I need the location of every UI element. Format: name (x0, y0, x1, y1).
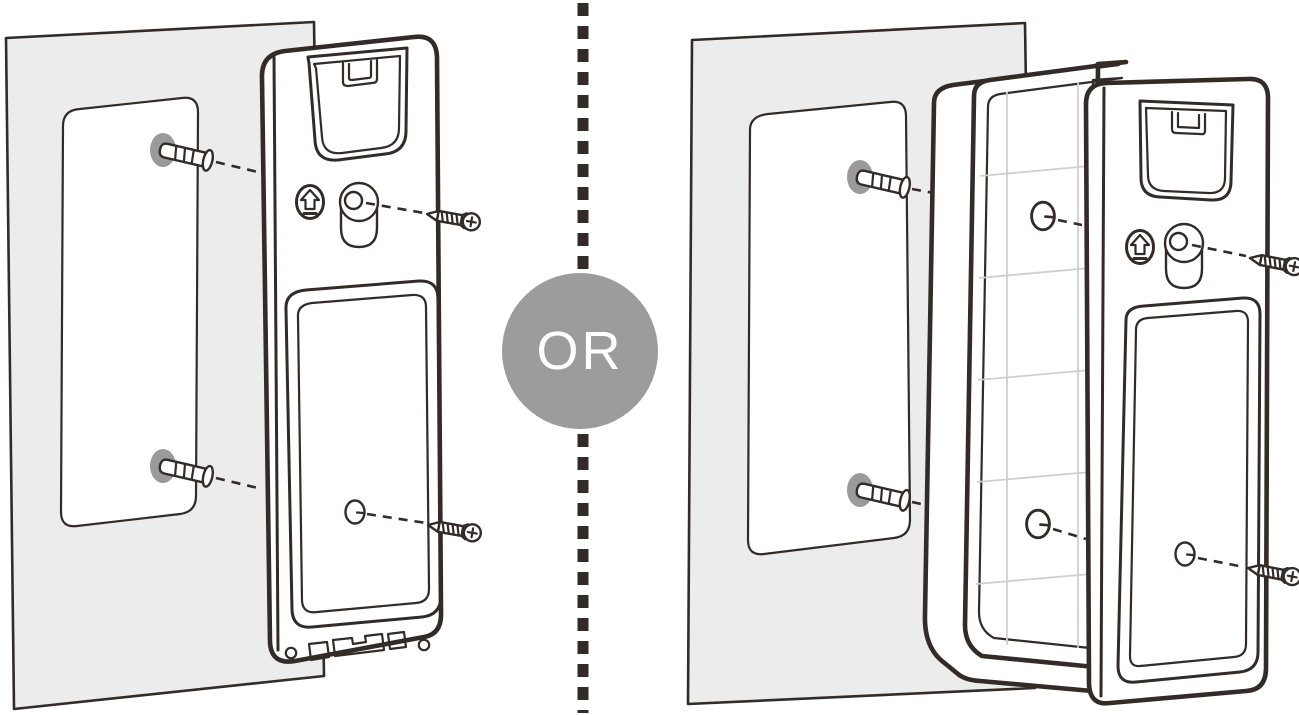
mounting-bracket (259, 34, 444, 664)
left-option-direct-mount (4, 20, 484, 711)
leader-dashes (365, 201, 425, 215)
leader-dashes (215, 160, 263, 175)
bracket-body (259, 34, 444, 664)
battery-compartment (1138, 99, 1235, 202)
leader-dashes (911, 500, 931, 508)
terminal-cutouts (284, 630, 431, 662)
wall-anchor-upper (150, 133, 263, 175)
lower-recess (284, 279, 443, 629)
wall-anchor-lower (847, 473, 931, 513)
right-option-wedge-mount (686, 21, 1299, 706)
upper-screw-assembly (365, 201, 483, 233)
wall-anchor-lower (150, 449, 263, 491)
mounting-bracket (1083, 76, 1271, 706)
screw-hole (1174, 541, 1196, 567)
bracket-body (1083, 76, 1271, 706)
lower-screw-assembly (366, 512, 484, 544)
wedge-screw-hole-upper (1030, 200, 1056, 232)
keyhole-slot (338, 181, 380, 249)
bracket-side-edge (272, 55, 280, 652)
or-circle (502, 273, 658, 429)
keyhole-slot (1163, 222, 1205, 290)
mounting-template (59, 96, 200, 528)
mounting-template (746, 100, 912, 556)
or-label: OR (537, 321, 624, 381)
latch-notch (341, 58, 379, 88)
battery-compartment (306, 46, 409, 162)
divider: OR (502, 3, 658, 713)
latch-notch (1170, 110, 1207, 136)
wedge-grid (975, 82, 1092, 648)
leader-dashes (366, 512, 427, 525)
leader-dashes (1052, 218, 1087, 541)
leader-dashes (215, 476, 263, 491)
lower-recess (1116, 296, 1262, 684)
wedge-screw-hole-lower (1025, 508, 1051, 540)
lower-screw-assembly (1197, 556, 1299, 588)
leader-dashes (1197, 556, 1245, 569)
wedge-face-inner (977, 76, 1124, 650)
screw-hole (344, 499, 366, 525)
bracket-side-edge (1099, 86, 1106, 698)
